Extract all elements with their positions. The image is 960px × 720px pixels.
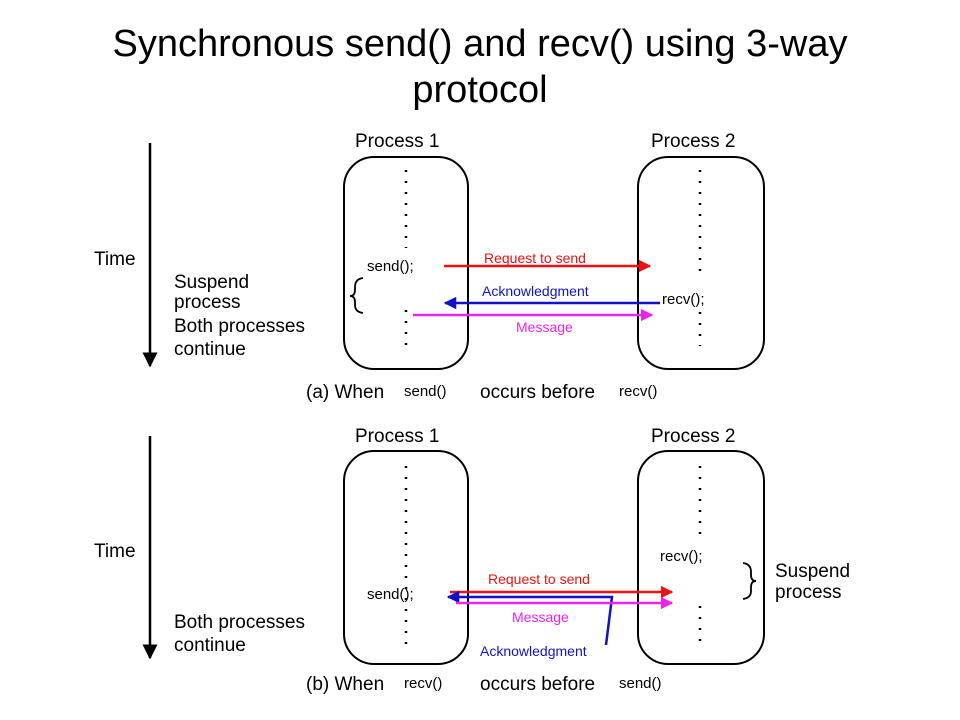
caption-a-second-call: recv() — [619, 383, 657, 400]
caption-b-prefix: (b) When — [306, 674, 384, 695]
caption-a-first-call: send() — [404, 383, 447, 400]
process2-box-a — [637, 156, 765, 370]
panel-a: Time Process 1 Process 2 send(); recv();… — [94, 131, 765, 403]
process1-box-b — [343, 450, 469, 665]
process1-label-a: Process 1 — [355, 131, 439, 152]
message-label-a: Message — [516, 319, 573, 335]
continue-label-b-line2: continue — [174, 635, 246, 656]
diagram-title-line1: Synchronous send() and recv() using 3-wa… — [112, 23, 847, 65]
caption-b-second-call: send() — [619, 675, 662, 692]
message-label-b: Message — [512, 609, 569, 625]
recv-call-a: recv(); — [662, 291, 705, 308]
caption-b-middle: occurs before — [480, 674, 595, 695]
ack-arrow-b — [446, 590, 614, 646]
process1-label-b: Process 1 — [355, 426, 439, 447]
time-label-b: Time — [94, 541, 136, 562]
continue-label-b-line1: Both processes — [174, 612, 305, 633]
process2-label-a: Process 2 — [651, 131, 735, 152]
diagram-title-line2: protocol — [412, 69, 547, 111]
recv-call-b: recv(); — [660, 548, 703, 565]
suspend-brace-b — [742, 562, 757, 600]
caption-a-prefix: (a) When — [306, 382, 384, 403]
request-label-a: Request to send — [484, 250, 586, 266]
suspend-label-b-line1: Suspend — [775, 561, 850, 582]
process2-box-b — [637, 450, 765, 665]
send-call-a: send(); — [367, 258, 414, 275]
process1-box-a — [343, 156, 469, 370]
caption-b-first-call: recv() — [404, 675, 442, 692]
suspend-label-a-line2: process — [174, 292, 241, 313]
request-label-b: Request to send — [488, 571, 590, 587]
suspend-brace-a — [349, 277, 364, 314]
panel-b: Time Process 1 Process 2 recv(); send();… — [94, 426, 850, 695]
time-label-a: Time — [94, 249, 136, 270]
ack-label-a: Acknowledgment — [482, 283, 589, 299]
suspend-label-b-line2: process — [775, 582, 842, 603]
continue-label-a-line2: continue — [174, 339, 246, 360]
caption-a-middle: occurs before — [480, 382, 595, 403]
process2-label-b: Process 2 — [651, 426, 735, 447]
send-call-b: send(); — [367, 586, 414, 603]
ack-label-b: Acknowledgment — [480, 643, 587, 659]
continue-label-a-line1: Both processes — [174, 316, 305, 337]
suspend-label-a-line1: Suspend — [174, 272, 249, 293]
